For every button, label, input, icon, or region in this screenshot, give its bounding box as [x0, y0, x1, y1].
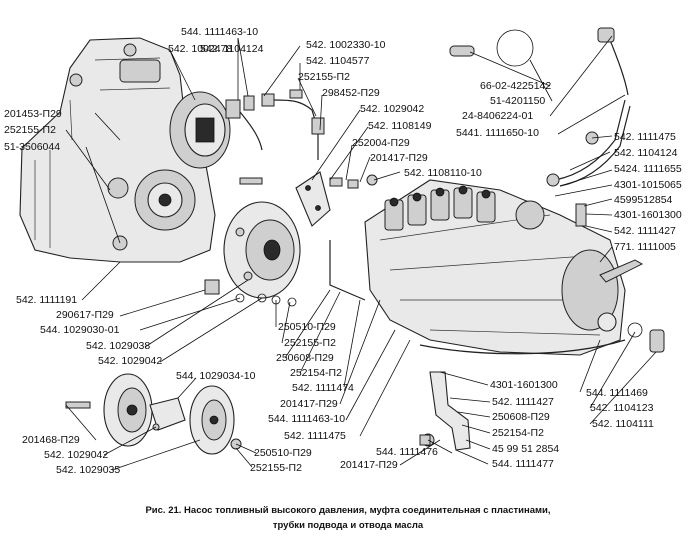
pump-sections — [384, 185, 496, 231]
part-label: 542. 1104577 — [306, 55, 370, 67]
part-label: 45 99 51 2854 — [492, 443, 559, 455]
caption-line-2: трубки подвода и отвода масла — [273, 520, 424, 531]
part-label: 542. 1104123 — [590, 402, 654, 414]
part-label: 542. 1002478 — [168, 43, 232, 55]
lower-bracket — [419, 371, 471, 451]
coupling-flange — [169, 91, 231, 169]
gasket-plate — [295, 171, 331, 227]
part-label: 201468-П29 — [22, 434, 80, 446]
part-label: 252155-П2 — [4, 124, 56, 136]
caption-line-1: Рис. 21. Насос топливный высокого давлен… — [145, 505, 550, 516]
part-label: 201417-П29 — [340, 459, 398, 471]
part-label: 544. 1111477 — [492, 458, 554, 470]
part-label: 250608-П29 — [492, 411, 550, 423]
part-label: 252155-П2 — [284, 337, 336, 349]
part-label: 544. 1111463-10 — [181, 26, 258, 38]
part-label: 201453-П29 — [4, 108, 62, 120]
part-label: 544. 1111463-10 — [268, 413, 345, 425]
part-label: 250510-П29 — [254, 447, 312, 459]
right-small-parts — [575, 203, 665, 353]
figure-caption: Рис. 21. Насос топливный высокого давлен… — [145, 505, 550, 531]
leader-lines — [65, 35, 657, 471]
part-label: 542. 1002330-10 — [306, 39, 386, 51]
part-label: 252154-П2 — [290, 367, 342, 379]
coupling-halves — [65, 373, 242, 455]
part-label: 252155-П2 — [250, 462, 302, 474]
part-label: 4301-1601300 — [490, 379, 558, 391]
bolt-row — [239, 174, 378, 189]
part-label: 544. 1029030-01 — [40, 324, 120, 336]
part-label: 201417-П29 — [280, 398, 338, 410]
part-labels: 544. 1111463-10 542. 1104124 542. 100247… — [4, 26, 682, 476]
part-label: 542. 1111427 — [614, 225, 676, 237]
gearbox-housing — [19, 37, 216, 263]
part-label: 544. 1029034-10 — [176, 370, 256, 382]
part-label: 250608-П29 — [276, 352, 334, 364]
part-label: 252154-П2 — [492, 427, 544, 439]
part-label: 252155-П2 — [298, 71, 350, 83]
part-label: 542. 1029042 — [44, 449, 108, 461]
part-label: 542. 1029038 — [86, 340, 150, 352]
part-label: 66-02-4225142 — [480, 80, 551, 92]
part-label: 542. 1029042 — [360, 103, 424, 115]
part-label: 51-3506044 — [4, 141, 60, 153]
part-label: 542. 1104111 — [592, 418, 654, 430]
part-label: 24-8406224-01 — [462, 110, 533, 122]
part-label: 542. 1111475 — [614, 131, 676, 143]
part-label: 542. 1029042 — [98, 355, 162, 367]
part-label: 298452-П29 — [322, 87, 380, 99]
part-label: 544. 1111469 — [586, 387, 648, 399]
part-label: 201417-П29 — [370, 152, 428, 164]
small-washers — [235, 293, 297, 307]
part-label: 542. 1108149 — [368, 120, 432, 132]
part-label: 290617-П29 — [56, 309, 114, 321]
part-label: 252004-П29 — [352, 137, 410, 149]
drive-disk — [204, 201, 301, 299]
part-label: 542. 1111475 — [284, 430, 346, 442]
part-label: 51-4201150 — [490, 95, 545, 107]
part-label: 542. 1029035 — [56, 464, 120, 476]
fuel-pump-body — [329, 179, 644, 356]
part-label: 5441. 1111650-10 — [456, 127, 539, 139]
part-label: 4301-1601300 — [614, 209, 682, 221]
part-label: 542. 1111474 — [292, 382, 354, 394]
part-label: 542. 1111427 — [492, 396, 554, 408]
part-label: 4599512854 — [614, 194, 673, 206]
part-label: 542. 1104124 — [614, 147, 678, 159]
part-label: 5424. 1111655 — [614, 163, 682, 175]
part-label: 542. 1104124 — [200, 43, 264, 55]
part-label: 542. 1111191 — [16, 294, 77, 306]
part-label: 771. 1111005 — [614, 241, 676, 253]
part-label: 250510-П29 — [278, 321, 336, 333]
part-label: 542. 1108110-10 — [404, 167, 482, 179]
part-label: 4301-1015065 — [614, 179, 682, 191]
parts-drawing — [19, 27, 665, 455]
part-label: 544. 1111476 — [376, 446, 438, 458]
upper-fittings — [225, 89, 325, 160]
oil-supply-tubes — [449, 27, 631, 187]
